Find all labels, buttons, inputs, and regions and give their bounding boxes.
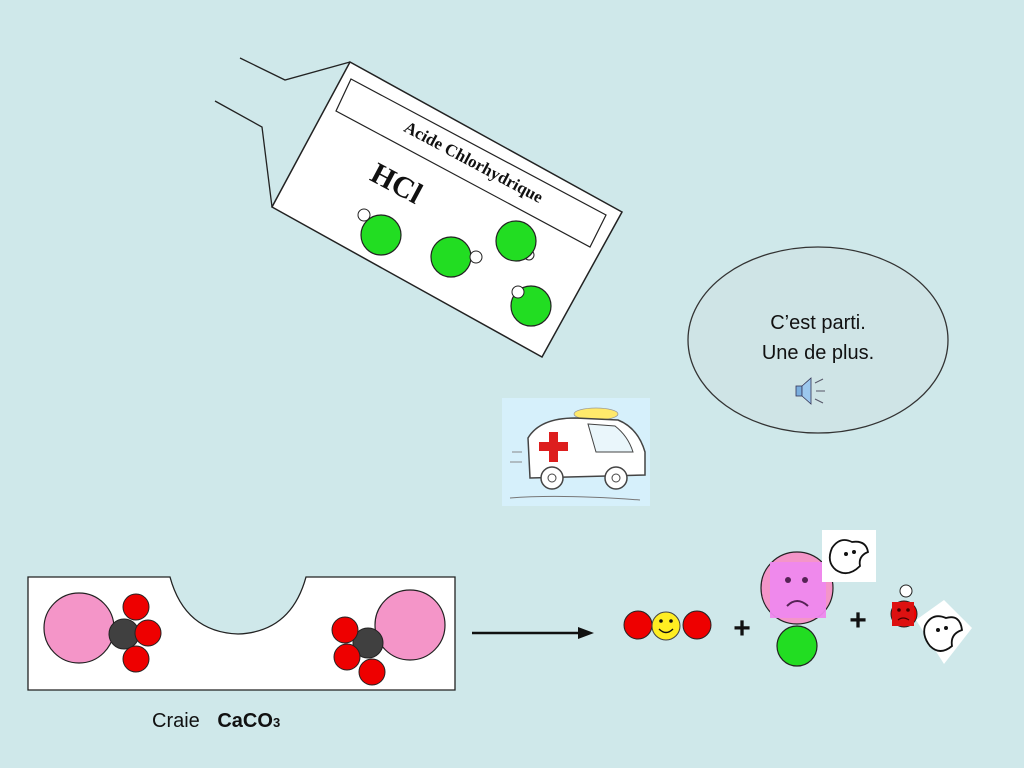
- hydrogen-atom: [357, 208, 371, 222]
- hydrogen-atom: [899, 584, 913, 598]
- smiley-carbon-icon: [651, 611, 681, 641]
- oxygen-atom: [122, 593, 150, 621]
- chalk-caption: Craie CaCO3: [152, 710, 280, 732]
- speech-line-2: Une de plus.: [762, 342, 874, 364]
- bottle-body: [270, 60, 624, 359]
- oxygen-atom: [122, 645, 150, 673]
- caco3-molecule-left: [43, 592, 162, 673]
- bottle-label-frame: [335, 78, 607, 248]
- oxygen-atom: [358, 658, 386, 686]
- carbon-atom: [352, 627, 384, 659]
- oxygen-atom: [331, 616, 359, 644]
- speech-line-1: C’est parti.: [770, 312, 866, 334]
- chalk-formula-subscript: 3: [273, 715, 280, 730]
- hydrogen-atom: [511, 285, 525, 299]
- oxygen-atom: [682, 610, 712, 640]
- speech-bubble-shape: [687, 246, 949, 434]
- hcl-molecule: [430, 236, 483, 278]
- sad-face-icon: [770, 562, 826, 618]
- ambulance-image: [502, 398, 650, 506]
- plus-sign-2: +: [849, 604, 867, 637]
- hcl-bottle: Acide Chlorhydrique HCl: [214, 57, 624, 359]
- bottle-neck-top: [239, 57, 351, 81]
- cacl2-molecule: [760, 530, 876, 667]
- ghost-hydrogen-icon: [916, 600, 972, 664]
- h2o-molecule: [890, 584, 972, 664]
- oxygen-atom: [333, 643, 361, 671]
- speaker-icon[interactable]: [795, 377, 825, 405]
- carbon-atom: [108, 618, 140, 650]
- oxygen-atom: [134, 619, 162, 647]
- calcium-atom: [43, 592, 115, 664]
- reaction-arrow: [472, 627, 594, 639]
- ghost-chlorine-icon: [822, 530, 876, 582]
- calcium-atom: [374, 589, 446, 661]
- plus-sign-1: +: [733, 612, 751, 645]
- chlorine-atom: [495, 220, 537, 262]
- oxygen-atom: [623, 610, 653, 640]
- co2-molecule: [623, 610, 712, 641]
- chlorine-atom: [776, 625, 818, 667]
- chlorine-atom: [360, 214, 402, 256]
- speech-bubble: C’est parti. Une de plus.: [687, 246, 949, 434]
- caco3-molecule-right: [331, 589, 446, 686]
- hydrogen-atom: [469, 250, 483, 264]
- hcl-molecule: [510, 285, 552, 327]
- bottle-neck-bottom: [214, 100, 273, 208]
- hcl-molecule: [357, 208, 402, 256]
- chalk-formula: CaCO: [217, 710, 273, 732]
- red-face-icon: [890, 600, 918, 628]
- hcl-molecule: [495, 220, 537, 262]
- chlorine-atom: [430, 236, 472, 278]
- chalk-name: Craie: [152, 710, 200, 732]
- chalk-block: [27, 576, 456, 691]
